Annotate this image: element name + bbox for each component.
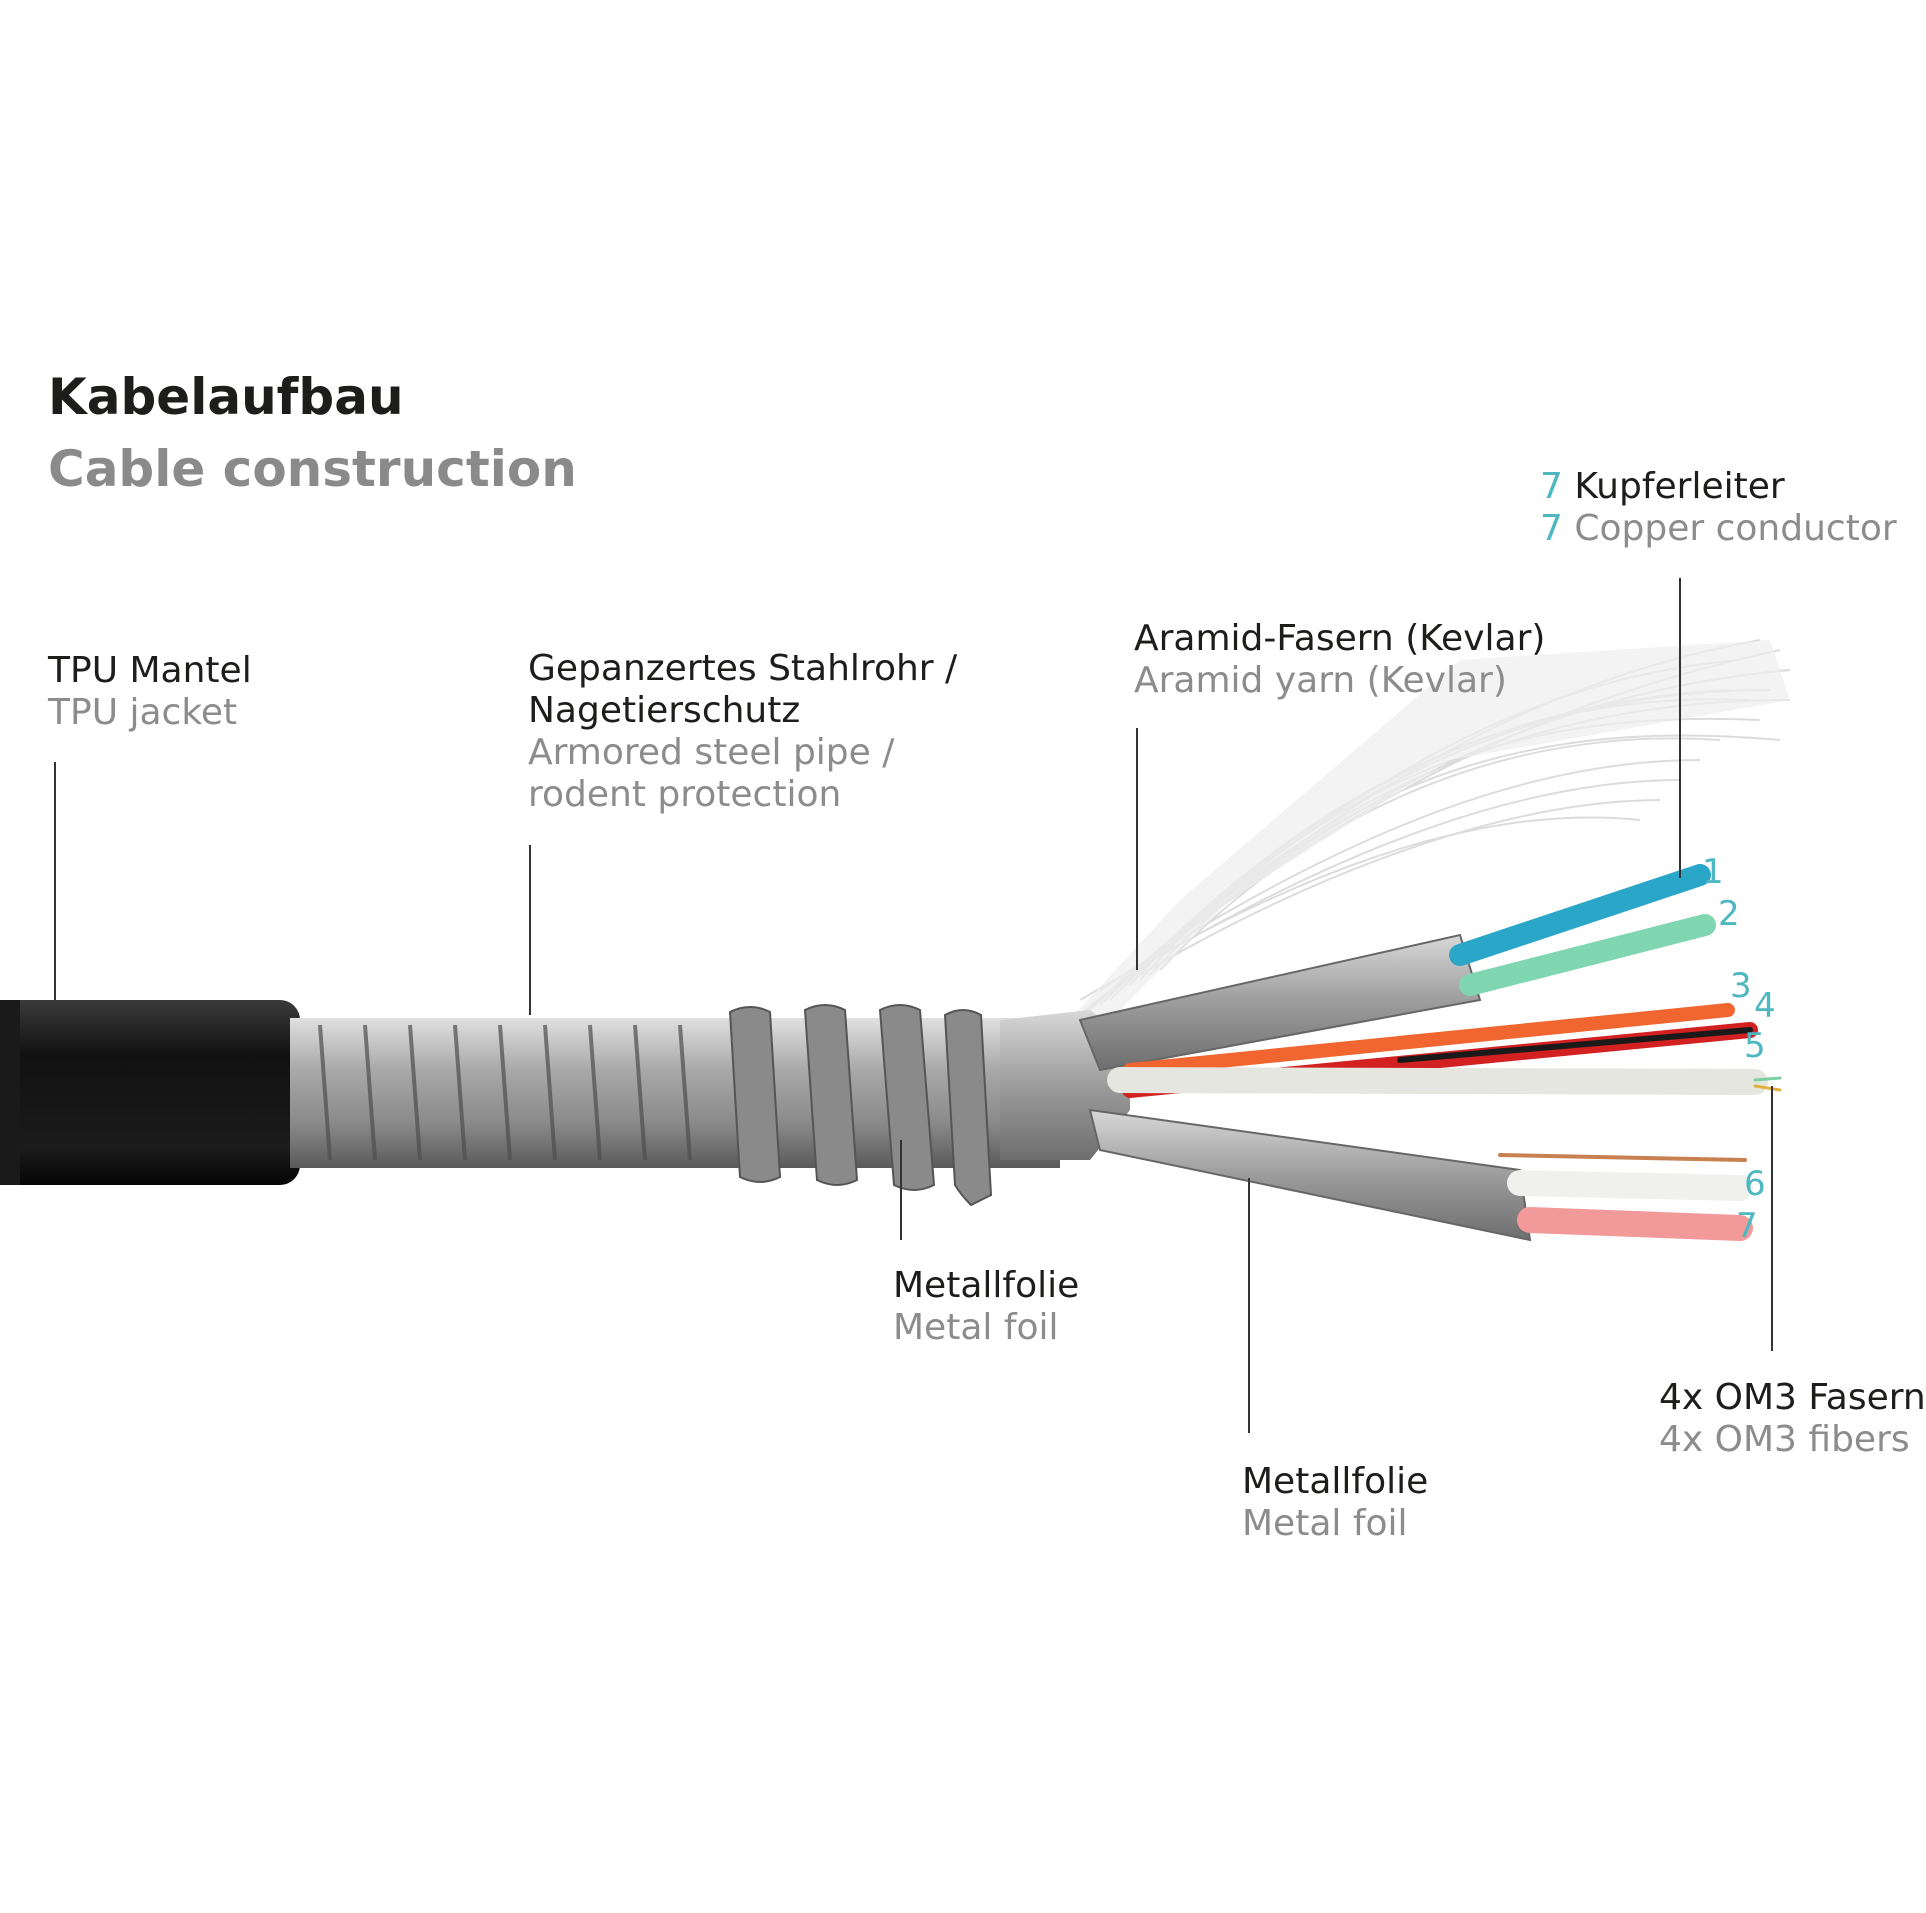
leader-aramid [1136,728,1138,970]
label-aramid-de: Aramid-Fasern (Kevlar) [1134,618,1546,659]
leader-steel [529,845,531,1015]
label-metal-foil-2: Metallfolie Metal foil [1242,1461,1428,1545]
label-tpu-de: TPU Mantel [48,650,252,691]
wire-5 [1107,1067,1768,1095]
wire-6 [1507,1170,1753,1201]
label-steel-en2: rodent protection [528,774,842,815]
leader-tpu [54,762,56,1000]
leader-copper [1679,578,1681,878]
label-steel-de1: Gepanzertes Stahlrohr / [528,648,958,689]
label-steel-pipe: Gepanzertes Stahlrohr / Nagetierschutz A… [528,648,957,816]
label-foil1-en: Metal foil [893,1307,1059,1348]
foil-pair-lower [1088,1108,1532,1242]
label-aramid-en: Aramid yarn (Kevlar) [1134,660,1507,701]
label-metal-foil-1: Metallfolie Metal foil [893,1265,1079,1349]
label-copper-count-en: 7 [1540,508,1563,549]
steel-armor [290,1018,1060,1168]
title-english: Cable construction [48,440,577,498]
wire-2 [1459,914,1716,996]
label-foil1-de: Metallfolie [893,1265,1080,1306]
wire-number-4: 4 [1754,986,1776,1026]
label-steel-de2: Nagetierschutz [528,690,801,731]
label-fibers-en: 4x OM3 fibers [1659,1419,1910,1460]
leader-foil-2 [1248,1178,1250,1433]
label-foil2-en: Metal foil [1242,1503,1408,1544]
leader-foil-1 [900,1140,902,1240]
wire-number-3: 3 [1730,966,1752,1006]
wire-number-5: 5 [1744,1026,1766,1066]
label-foil2-de: Metallfolie [1242,1461,1429,1502]
wire-number-6: 6 [1744,1164,1766,1204]
wire-1 [1449,864,1711,966]
label-fibers-de: 4x OM3 Fasern [1659,1377,1926,1418]
title-german: Kabelaufbau [48,368,404,426]
label-steel-en1: Armored steel pipe / [528,732,895,773]
label-aramid: Aramid-Fasern (Kevlar) Aramid yarn (Kevl… [1134,618,1545,702]
leader-fibers [1771,1086,1773,1351]
label-copper: 7 Kupferleiter 7 Copper conductor [1540,466,1897,550]
label-om3-fibers: 4x OM3 Fasern 4x OM3 fibers [1659,1377,1926,1461]
wire-3 [1123,1003,1735,1077]
label-copper-en: Copper conductor [1574,508,1897,549]
wire-number-1: 1 [1702,852,1724,892]
foil-pair-upper [1078,933,1482,1072]
wire-7 [1517,1207,1753,1241]
label-tpu-en: TPU jacket [48,692,238,733]
label-tpu-jacket: TPU Mantel TPU jacket [48,650,252,734]
label-copper-count-de: 7 [1540,466,1563,507]
wire-number-7: 7 [1736,1206,1758,1246]
label-copper-de: Kupferleiter [1574,466,1785,507]
tpu-jacket [0,1000,300,1185]
wire-number-2: 2 [1718,894,1740,934]
